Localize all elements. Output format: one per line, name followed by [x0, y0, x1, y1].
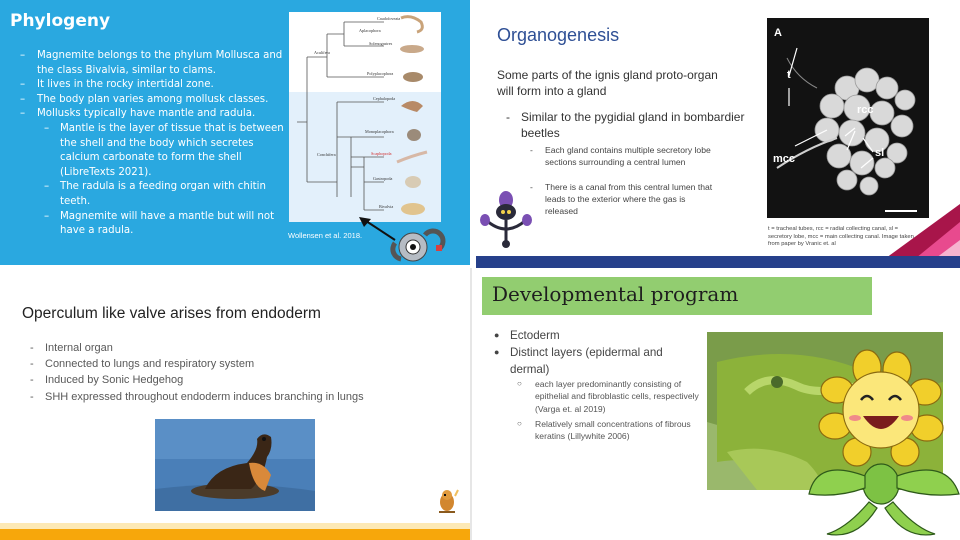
footer-stripe [0, 523, 470, 529]
tree-label: Solenogastres [369, 41, 393, 46]
tree-label: Gastropoda [373, 176, 392, 181]
corner-decoration [886, 204, 960, 258]
bullet-list: Internal organ Connected to lungs and re… [30, 340, 364, 405]
bottom-bar [476, 256, 960, 268]
slide-title: Organogenesis [497, 25, 620, 45]
otter-photo [155, 419, 315, 511]
micro-label-t: t [787, 69, 791, 81]
bullet-item: The body plan varies among mollusk class… [20, 93, 285, 108]
intro-paragraph: Some parts of the ignis gland proto-orga… [497, 68, 718, 98]
sub-bullet-item: There is a canal from this central lumen… [530, 181, 720, 217]
slide-operculum[interactable]: Operculum like valve arises from endoder… [0, 268, 470, 540]
panel-label: A [774, 27, 782, 39]
title-banner: Developmental program [482, 277, 872, 315]
pokemon-sprite [439, 489, 459, 513]
image-caption: t = tracheal tubes, rcc = radial collect… [768, 226, 914, 247]
sub-bullet-item: each layer predominantly consisting of e… [517, 378, 707, 415]
bullet-item: Distinct layers (epidermal and dermal) [494, 344, 704, 378]
sub-bullet-item: Each gland contains multiple secretory l… [530, 144, 720, 168]
micro-label-rcc: rcc [857, 104, 874, 116]
tree-label: Polyplacophora [367, 71, 393, 76]
bullet-item: Magnemite belongs to the phylum Mollusca… [20, 49, 285, 78]
tree-label: Scaphopoda [371, 151, 392, 156]
tree-label: Monoplacophora [365, 129, 394, 134]
sub-bullet-item: Magnemite will have a mantle but will no… [20, 210, 285, 239]
bullet-item: It lives in the rocky intertidal zone. [20, 78, 285, 93]
bullet-item: Internal organ [30, 340, 364, 356]
bullet-item: Induced by Sonic Hedgehog [30, 372, 364, 388]
footer-stripe [0, 529, 470, 540]
bellossom-sprite [807, 348, 960, 540]
slide-title: Operculum like valve arises from endoder… [22, 305, 321, 322]
slide-title: Phylogeny [10, 11, 111, 31]
bullet-item: Connected to lungs and respiratory syste… [30, 356, 364, 372]
bullet-item: SHH expressed throughout endoderm induce… [30, 389, 364, 405]
sub-bullet-item: The radula is a feeding organ with chiti… [20, 180, 285, 209]
bullet-item: Mollusks typically have mantle and radul… [20, 107, 285, 122]
phylogeny-tree-figure: Caudofoveata Aplacophora Aculifera Solen… [289, 12, 441, 222]
bullet-list: Magnemite belongs to the phylum Mollusca… [20, 49, 285, 239]
tree-label: Bivalvia [379, 204, 393, 209]
bullet-item: Ectoderm [494, 327, 704, 344]
slide-organogenesis[interactable]: Organogenesis Some parts of the ignis gl… [476, 0, 960, 268]
tree-label: Cephalopoda [373, 96, 395, 101]
sub-bullet-item: Mantle is the layer of tissue that is be… [20, 122, 285, 180]
figure-caption: Wollensen et al. 2018. [288, 231, 363, 240]
tree-label: Aplacophora [359, 28, 381, 33]
microscopy-image: A t rcc sl mcc [767, 18, 929, 218]
micro-label-sl: sl [875, 147, 884, 159]
tree-label: Caudofoveata [377, 16, 400, 21]
sub-bullet-item: Relatively small concentrations of fibro… [517, 418, 707, 443]
magnemite-sprite [359, 217, 446, 262]
slide-developmental-program[interactable]: Developmental program Ectoderm Distinct … [470, 268, 960, 540]
bullet-item: Similar to the pygidial gland in bombard… [506, 109, 746, 141]
tree-label: Conchifera [317, 152, 336, 157]
micro-label-mcc: mcc [773, 153, 795, 165]
tree-label: Aculifera [314, 50, 330, 55]
chandelure-sprite [480, 191, 532, 248]
slide-title: Developmental program [492, 282, 739, 306]
slide-phylogeny[interactable]: Phylogeny Magnemite belongs to the phylu… [0, 0, 470, 265]
